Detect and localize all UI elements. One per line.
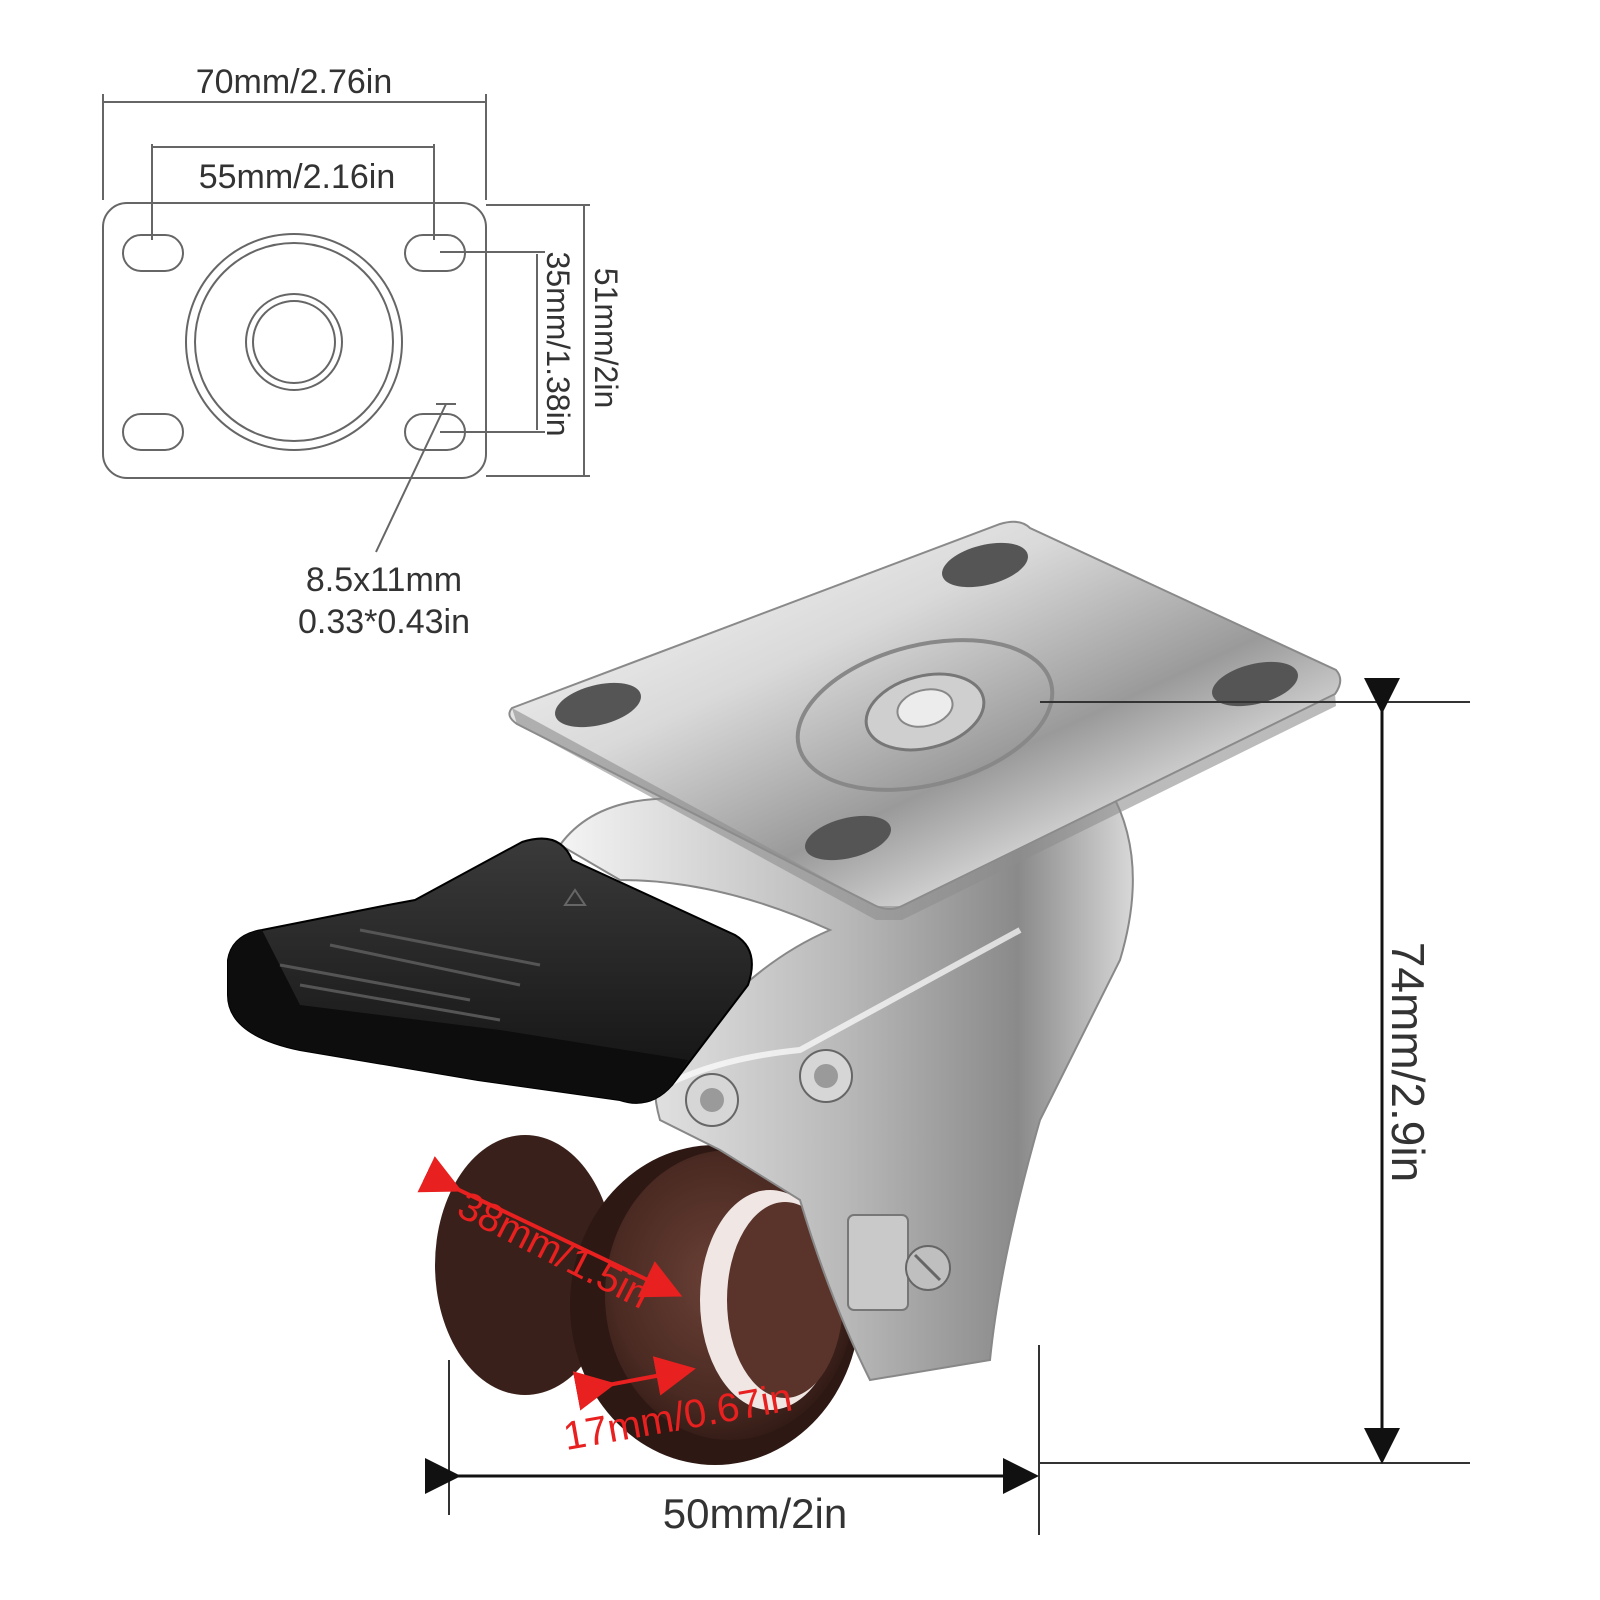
caster-dimensions — [425, 678, 1470, 1535]
wheel-hub — [727, 1202, 843, 1398]
plate-emboss — [795, 638, 1055, 792]
hole-size-mm-label: 8.5x11mm — [306, 561, 462, 599]
wheel-diameter-arrow — [417, 1156, 683, 1298]
slot-bottom-left — [122, 413, 184, 451]
overall-height-label: 74mm/2.9in — [1382, 942, 1434, 1182]
raceway-outer-circle — [185, 233, 403, 451]
plate-slot-2 — [942, 542, 1028, 588]
width-label: 70mm/2.76in — [196, 63, 393, 101]
plate-slot-1 — [555, 682, 641, 728]
recycle-mark — [563, 888, 587, 906]
caster-illustration — [227, 520, 1342, 1465]
top-view-drawing — [102, 94, 590, 553]
rivet-left-core — [700, 1088, 724, 1112]
brake-pedal — [227, 837, 753, 1104]
raceway-inner-circle — [194, 242, 394, 442]
axle-bolt — [847, 1214, 951, 1311]
red-dimensions — [417, 1156, 696, 1411]
height-label: 51mm/2in — [588, 268, 624, 409]
hole-vertical-spacing-label: 35mm/1.38in — [540, 252, 576, 437]
slot-top-left — [122, 234, 184, 272]
kingpin-outer-circle — [245, 293, 343, 391]
plate-slot-4 — [805, 815, 891, 861]
hole-leader-line — [375, 403, 447, 553]
hole-size-in-label: 0.33*0.43in — [298, 603, 470, 641]
kingpin-inner-circle — [252, 300, 336, 384]
hole-spacing-label: 55mm/2.16in — [199, 158, 396, 196]
wheel-width-arrow — [572, 1356, 696, 1411]
rivet-right-core — [814, 1064, 838, 1088]
overall-width-label: 50mm/2in — [663, 1490, 847, 1537]
plate-slot-3 — [1212, 661, 1298, 707]
axle-nut — [847, 1214, 909, 1311]
plate-outline — [102, 202, 487, 479]
mounting-plate — [508, 520, 1342, 920]
